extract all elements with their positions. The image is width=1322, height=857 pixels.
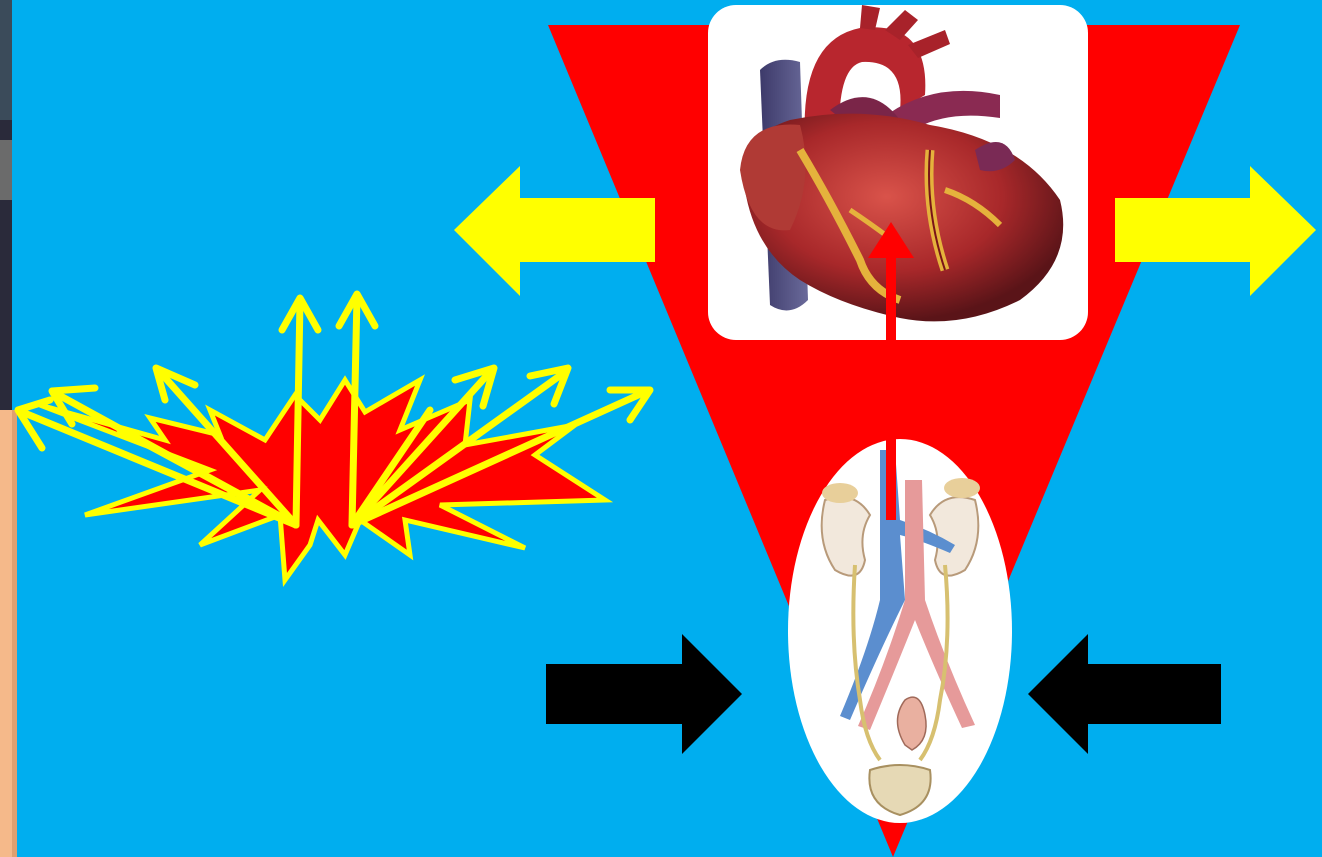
kidney-panel bbox=[788, 439, 1012, 823]
heart-panel bbox=[708, 5, 1088, 340]
